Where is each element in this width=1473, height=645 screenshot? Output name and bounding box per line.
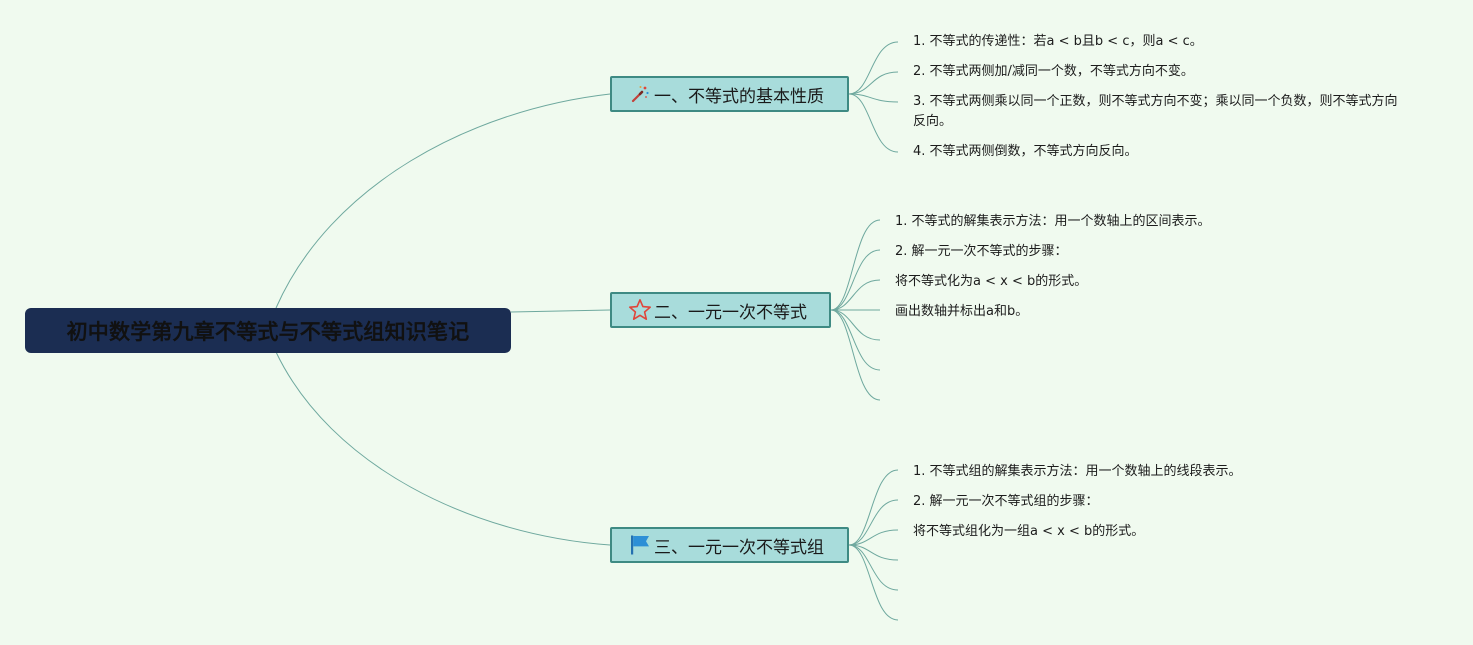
branch-topic-label: 一、不等式的基本性质 (654, 86, 824, 107)
branch-topic-inequality-system[interactable]: 三、一元一次不等式组 (610, 527, 849, 563)
branch-topic-label: 二、一元一次不等式 (654, 302, 807, 323)
connector-branch-2-leaf-5 (830, 309, 881, 341)
connector-branch-2-leaf-3 (830, 279, 881, 311)
leaf-topic[interactable]: 将不等式化为a < x < b的形式。 (895, 274, 1088, 289)
branch-topic-label: 三、一元一次不等式组 (654, 537, 824, 558)
connector-root-branch-2 (510, 309, 611, 313)
star-icon (628, 298, 652, 322)
connector-branch-1-leaf-4 (848, 93, 899, 153)
connector-branch-2-leaf-2 (830, 249, 881, 311)
connector-branch-3-leaf-5 (848, 544, 899, 591)
connector-root-branch-3 (275, 351, 611, 546)
connector-root-branch-1 (275, 93, 611, 309)
connector-branch-1-leaf-2 (848, 71, 899, 95)
leaf-topic[interactable]: 1. 不等式的解集表示方法：用一个数轴上的区间表示。 (895, 214, 1211, 229)
leaf-topic[interactable]: 2. 解一元一次不等式的步骤： (895, 244, 1068, 259)
connector-branch-3-leaf-3 (848, 529, 899, 546)
flag-icon (628, 533, 652, 557)
leaf-topic[interactable]: 3. 不等式两侧乘以同一个正数，则不等式方向不变；乘以同一个负数，则不等式方向反… (913, 94, 1398, 129)
connector-branch-1-leaf-1 (848, 41, 899, 95)
connector-branch-3-leaf-2 (848, 499, 899, 546)
connector-branch-3-leaf-1 (848, 469, 899, 546)
branch-topic-inequality-properties[interactable]: 一、不等式的基本性质 (610, 76, 849, 112)
connector-branch-1-leaf-3 (848, 93, 899, 103)
branch-topic-linear-inequality[interactable]: 二、一元一次不等式 (610, 292, 831, 328)
leaf-topic[interactable]: 2. 解一元一次不等式组的步骤： (913, 494, 1099, 509)
leaf-topic[interactable]: 2. 不等式两侧加/减同一个数，不等式方向不变。 (913, 64, 1194, 79)
root-topic[interactable]: 初中数学第九章不等式与不等式组知识笔记 (25, 308, 511, 353)
magic-wand-icon (628, 82, 652, 106)
leaf-topic[interactable]: 4. 不等式两侧倒数，不等式方向反向。 (913, 144, 1138, 159)
leaf-topic[interactable]: 将不等式组化为一组a < x < b的形式。 (913, 524, 1145, 539)
connector-branch-2-leaf-6 (830, 309, 881, 371)
leaf-topic[interactable]: 1. 不等式组的解集表示方法：用一个数轴上的线段表示。 (913, 464, 1242, 479)
connector-branch-3-leaf-6 (848, 544, 899, 621)
root-topic-label: 初中数学第九章不等式与不等式组知识笔记 (66, 319, 470, 344)
leaf-topic[interactable]: 1. 不等式的传递性：若a < b且b < c，则a < c。 (913, 34, 1203, 49)
leaf-topic[interactable]: 画出数轴并标出a和b。 (895, 304, 1029, 319)
connector-branch-2-leaf-7 (830, 309, 881, 401)
connector-branch-2-leaf-1 (830, 219, 881, 311)
